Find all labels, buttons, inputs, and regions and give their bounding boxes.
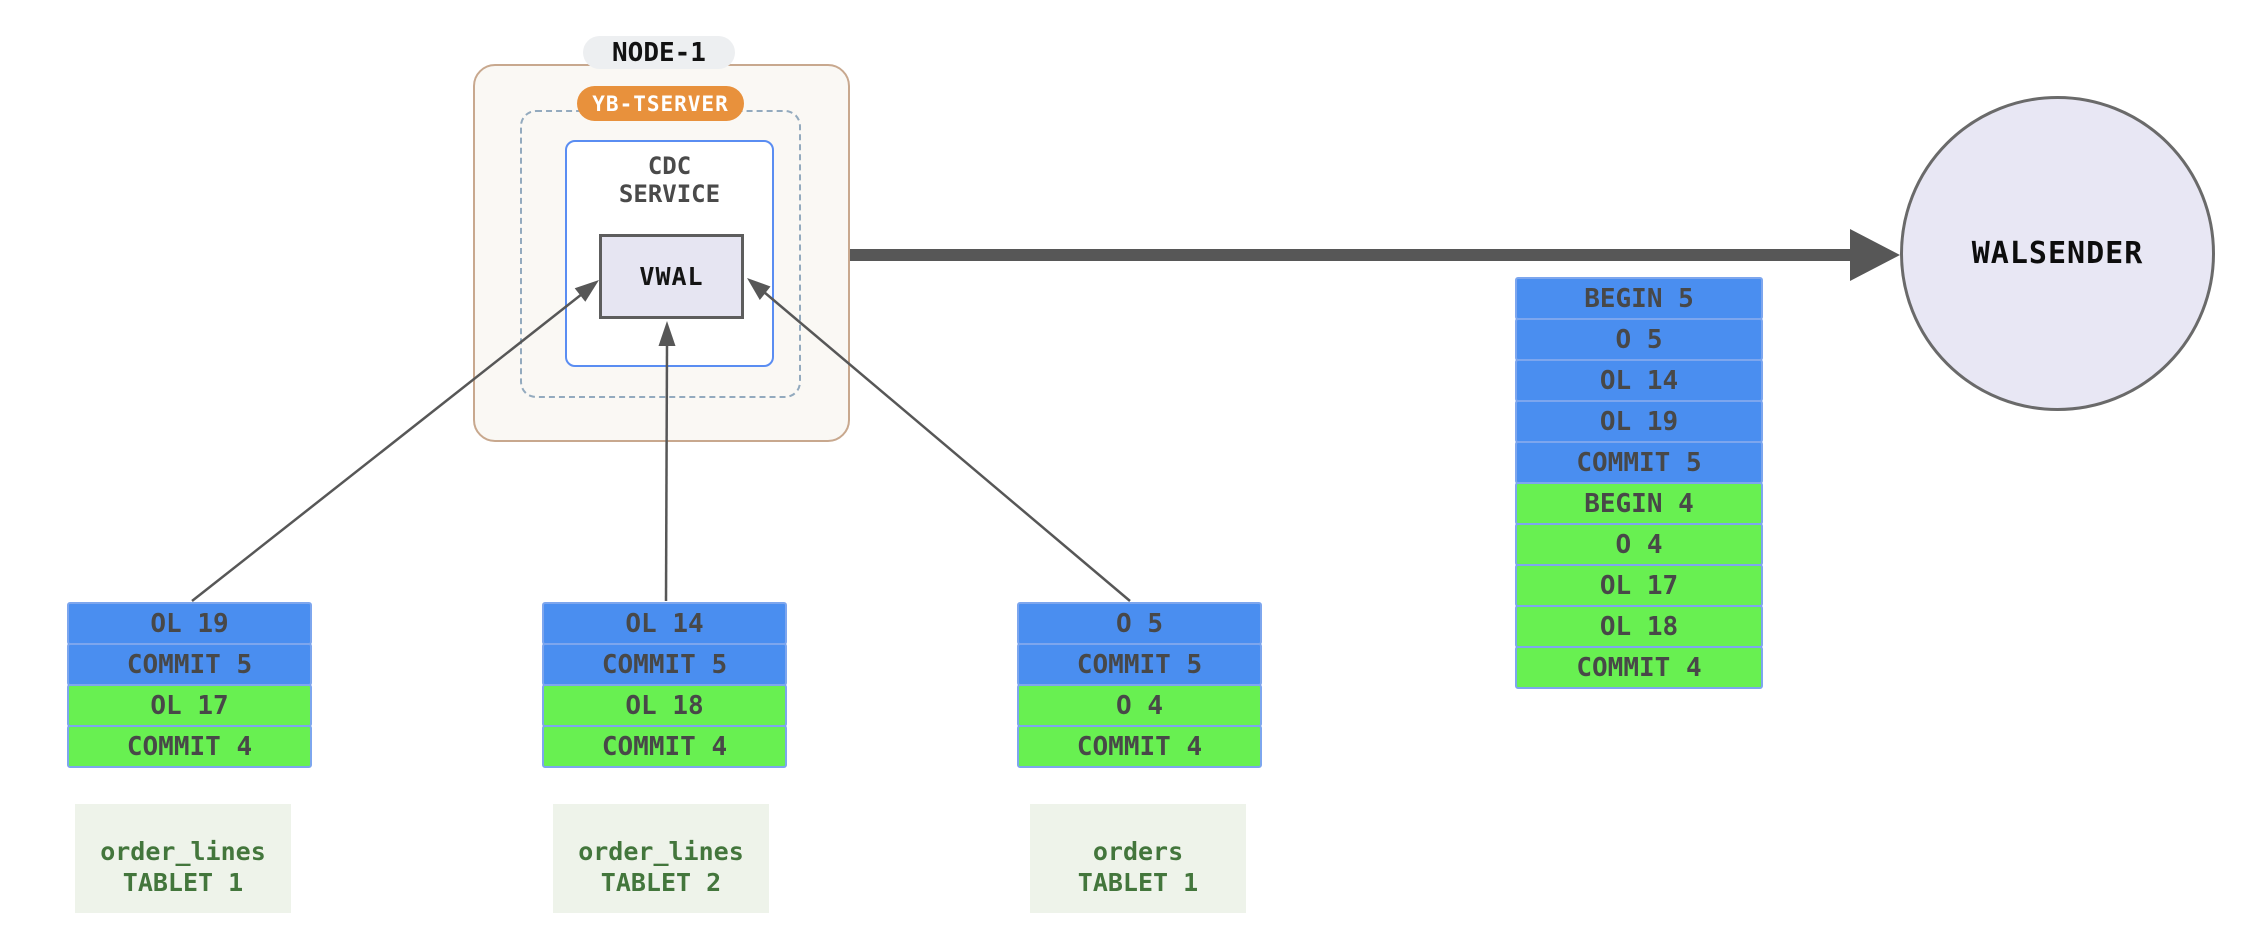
wal-record-row: O 4 bbox=[1515, 523, 1763, 566]
wal-record-row: OL 17 bbox=[1515, 564, 1763, 607]
wal-record-row: COMMIT 4 bbox=[1017, 725, 1262, 768]
wal-record-row: O 4 bbox=[1017, 684, 1262, 727]
cdc-service-label-line1: CDC bbox=[647, 152, 692, 180]
wal-record-row: BEGIN 5 bbox=[1515, 277, 1763, 320]
vwal-to-walsender-arrow bbox=[850, 229, 1900, 281]
tablet-label-order-lines-2: order_lines TABLET 2 bbox=[553, 804, 769, 913]
tablet-label-orders-1: orders TABLET 1 bbox=[1030, 804, 1246, 913]
wal-record-row: OL 18 bbox=[1515, 605, 1763, 648]
tablet-label-line1: order_lines bbox=[578, 836, 744, 866]
wal-record-row: OL 19 bbox=[67, 602, 312, 645]
wal-record-row: BEGIN 4 bbox=[1515, 482, 1763, 525]
wal-record-row: COMMIT 4 bbox=[67, 725, 312, 768]
wal-record-row: COMMIT 5 bbox=[1515, 441, 1763, 484]
walsender-circle: WALSENDER bbox=[1900, 96, 2215, 411]
wal-record-row: COMMIT 4 bbox=[542, 725, 787, 768]
tablet-label-line2: TABLET 1 bbox=[122, 867, 244, 897]
wal-record-row: OL 17 bbox=[67, 684, 312, 727]
wal-record-row: OL 14 bbox=[1515, 359, 1763, 402]
wal-record-row: COMMIT 5 bbox=[542, 643, 787, 686]
wal-record-row: O 5 bbox=[1515, 318, 1763, 361]
wal-record-row: COMMIT 5 bbox=[1017, 643, 1262, 686]
yb-tserver-badge: YB-TSERVER bbox=[577, 86, 744, 121]
node-1-label: NODE-1 bbox=[583, 36, 735, 69]
tablet-label-line1: orders bbox=[1092, 836, 1184, 866]
tablet-label-line2: TABLET 2 bbox=[600, 867, 722, 897]
tablet-label-line2: TABLET 1 bbox=[1077, 867, 1199, 897]
vwal-label: VWAL bbox=[639, 262, 704, 291]
wal-record-row: O 5 bbox=[1017, 602, 1262, 645]
wal-record-row: OL 14 bbox=[542, 602, 787, 645]
wal-record-row: COMMIT 4 bbox=[1515, 646, 1763, 689]
vwal-box: VWAL bbox=[599, 234, 744, 319]
wal-record-row: OL 18 bbox=[542, 684, 787, 727]
walsender-label: WALSENDER bbox=[1971, 236, 2144, 271]
wal-record-row: COMMIT 5 bbox=[67, 643, 312, 686]
tablet-label-line1: order_lines bbox=[100, 836, 266, 866]
cdc-service-label-line2: SERVICE bbox=[618, 180, 721, 208]
wal-record-row: OL 19 bbox=[1515, 400, 1763, 443]
cdc-service-label: CDC SERVICE bbox=[565, 152, 774, 208]
tablet-label-order-lines-1: order_lines TABLET 1 bbox=[75, 804, 291, 913]
